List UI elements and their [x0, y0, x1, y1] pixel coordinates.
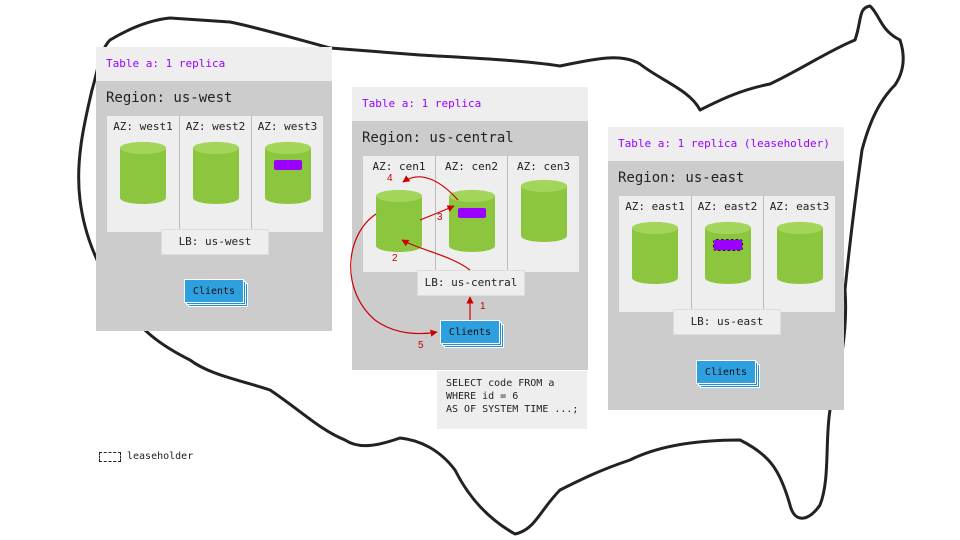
region-title: Region: us-central: [362, 130, 514, 146]
az-cen2: AZ: cen2: [435, 156, 507, 272]
region-panel-us-central: Table a: 1 replica Region: us-central AZ…: [352, 87, 588, 370]
az-label: AZ: west3: [257, 120, 318, 133]
node-cylinder: [777, 222, 823, 284]
az-cen3: AZ: cen3: [507, 156, 579, 272]
node-cylinder: [120, 142, 166, 204]
leaseholder-legend-label: leaseholder: [127, 451, 194, 462]
clients-stack[interactable]: Clients: [184, 279, 248, 307]
node-cylinder: [521, 180, 567, 242]
node-cylinder: [449, 190, 495, 252]
az-label: AZ: east3: [769, 200, 830, 213]
replica-marker: [458, 208, 486, 218]
table-replica-label: Table a: 1 replica (leaseholder): [608, 127, 844, 161]
az-label: AZ: cen2: [445, 160, 498, 173]
az-group: AZ: west1 AZ: west2 AZ: west3: [107, 116, 323, 232]
az-label: AZ: cen3: [517, 160, 570, 173]
node-cylinder: [193, 142, 239, 204]
leaseholder-legend-swatch: [99, 452, 121, 462]
az-group: AZ: east1 AZ: east2 AZ: east3: [619, 196, 835, 312]
clients-label: Clients: [696, 360, 756, 384]
az-west1: AZ: west1: [107, 116, 179, 232]
region-panel-us-east: Table a: 1 replica (leaseholder) Region:…: [608, 127, 844, 410]
node-cylinder: [376, 190, 422, 252]
load-balancer: LB: us-central: [417, 270, 525, 296]
load-balancer: LB: us-east: [673, 309, 781, 335]
az-east2: AZ: east2: [691, 196, 763, 312]
leaseholder-replica-marker: [713, 239, 743, 251]
node-cylinder: [265, 142, 311, 204]
sql-query-box: SELECT code FROM a WHERE id = 6 AS OF SY…: [437, 371, 587, 429]
az-label: AZ: east1: [625, 200, 685, 213]
az-east1: AZ: east1: [619, 196, 691, 312]
clients-stack[interactable]: Clients: [696, 360, 760, 388]
clients-label: Clients: [440, 320, 500, 344]
region-title: Region: us-west: [106, 90, 233, 106]
az-label: AZ: west1: [113, 120, 173, 133]
az-label: AZ: east2: [697, 200, 758, 213]
query-line: WHERE id = 6: [446, 391, 519, 402]
clients-label: Clients: [184, 279, 244, 303]
az-group: AZ: cen1 AZ: cen2 AZ: cen3: [363, 156, 579, 272]
load-balancer: LB: us-west: [161, 229, 269, 255]
clients-stack[interactable]: Clients: [440, 320, 504, 348]
node-cylinder: [705, 222, 751, 284]
table-replica-label: Table a: 1 replica: [96, 47, 332, 81]
region-panel-us-west: Table a: 1 replica Region: us-west AZ: w…: [96, 47, 332, 331]
az-west2: AZ: west2: [179, 116, 251, 232]
node-cylinder: [632, 222, 678, 284]
az-east3: AZ: east3: [763, 196, 835, 312]
az-west3: AZ: west3: [251, 116, 323, 232]
az-label: AZ: west2: [185, 120, 246, 133]
region-title: Region: us-east: [618, 170, 745, 186]
query-line: AS OF SYSTEM TIME ...;: [446, 404, 579, 415]
query-line: SELECT code FROM a: [446, 378, 555, 389]
az-cen1: AZ: cen1: [363, 156, 435, 272]
az-label: AZ: cen1: [372, 160, 426, 173]
table-replica-label: Table a: 1 replica: [352, 87, 588, 121]
replica-marker: [274, 160, 302, 170]
